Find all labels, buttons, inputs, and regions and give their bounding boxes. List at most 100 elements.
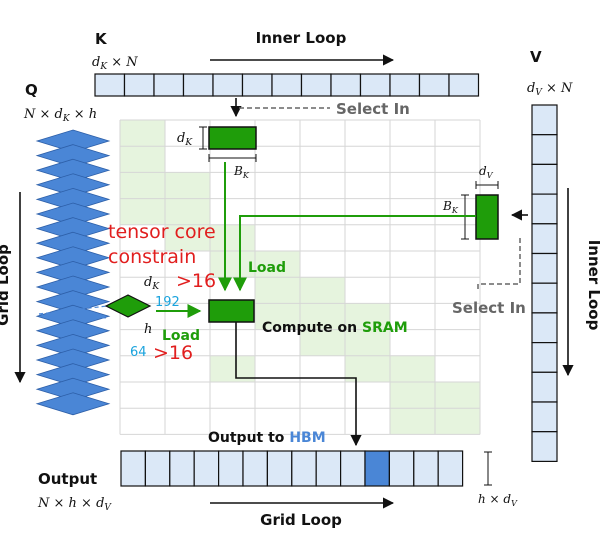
output-cell [169, 450, 195, 487]
output-arrow [235, 322, 362, 447]
grid-highlight-cell [255, 277, 300, 304]
grid-highlight-cells [120, 120, 480, 435]
k-cell [389, 73, 421, 97]
output-cell [120, 450, 146, 487]
k-cell [153, 73, 185, 97]
compute-block [208, 299, 255, 323]
k-cell [182, 73, 214, 97]
grid-highlight-cell [210, 251, 255, 278]
grid-highlight-cell [120, 198, 165, 225]
inner-loop-top-label: Inner Loop [256, 29, 347, 47]
stacked-diamonds-icon [35, 129, 111, 416]
v-cell [531, 282, 558, 314]
k-cell [330, 73, 362, 97]
v-label: V [530, 48, 542, 66]
k-cell [212, 73, 244, 97]
grid-highlight-cell [210, 224, 255, 251]
grid-highlight-cell [345, 329, 390, 356]
k-cell [271, 73, 303, 97]
output-cell [340, 450, 366, 487]
k-cell [300, 73, 332, 97]
v-cell [531, 223, 558, 255]
v-cell [531, 104, 558, 136]
output-cell [291, 450, 317, 487]
grid-loop-left-label: Grid Loop [0, 244, 12, 326]
output-to-hbm-label: Output to HBM [208, 430, 326, 446]
v-cell [531, 163, 558, 195]
grid-highlight-cell [300, 277, 345, 304]
q-selected-diamond [104, 294, 152, 318]
h-small-label: h [144, 322, 152, 337]
grid-highlight-cell [435, 408, 480, 435]
gt16-label-a: >16 [176, 270, 216, 292]
grid-highlight-cell [255, 251, 300, 278]
v-cell [531, 401, 558, 433]
k-cell [94, 73, 126, 97]
grid-highlight-cell [165, 224, 210, 251]
tensor-core-label-line1: tensor core [108, 221, 216, 243]
q-slice-dashed-bottom [38, 313, 108, 319]
bk-label: BK [233, 164, 250, 180]
v-cell [531, 193, 558, 225]
grid-highlight-cell [120, 146, 165, 173]
output-cell [193, 450, 220, 487]
grid-highlight-cell [165, 172, 210, 199]
grid-highlight-cell [435, 382, 480, 409]
output-cell [242, 450, 268, 487]
output-cell [315, 450, 342, 487]
k-matrix [94, 73, 480, 97]
select-in-top-label: Select In [336, 100, 410, 118]
select-in-right-label: Select In [452, 299, 526, 317]
select-in-right-dashed [477, 238, 521, 292]
k-label: K [95, 30, 108, 48]
k-cells [94, 73, 480, 97]
output-dim-label: N × h × dV [37, 496, 112, 513]
grid-highlight-cell [300, 329, 345, 356]
output-cell [437, 450, 464, 487]
k-cell [418, 73, 450, 97]
output-cells [120, 450, 464, 487]
n64-label: 64 [130, 345, 147, 360]
grid-highlight-cell [390, 408, 435, 435]
v-dim-label: dV × N [527, 81, 573, 98]
q-diamond [35, 392, 111, 416]
grid-highlight-cell [120, 172, 165, 199]
grid-highlight-cell [255, 303, 300, 330]
grid-highlight-cell [165, 198, 210, 225]
output-label: Output [38, 470, 97, 488]
q-label: Q [25, 81, 38, 99]
output-dim-right-label: h × dV [478, 492, 518, 508]
compute-label: Compute on SRAM [262, 320, 408, 336]
v-cell [531, 252, 558, 284]
q-slice-dashed-top [38, 305, 108, 315]
output-cell [144, 450, 171, 487]
output-cell [388, 450, 415, 487]
bk-v-label: BK [442, 199, 459, 215]
load-label-1: Load [248, 260, 286, 276]
output-cell [218, 450, 244, 487]
v-cell [531, 371, 558, 403]
k-cell [359, 73, 391, 97]
grid-highlight-cell [390, 355, 435, 382]
dv-label: dV [479, 164, 494, 180]
grid-highlight-cell [300, 303, 345, 330]
k-cell [448, 73, 480, 97]
k-selected-block [208, 126, 257, 150]
k-cell [123, 73, 155, 97]
grid-highlight-cell [390, 382, 435, 409]
k-cell [241, 73, 273, 97]
output-cell [266, 450, 293, 487]
dk-label: dK [177, 131, 193, 148]
grid-loop-bottom-label: Grid Loop [260, 511, 342, 529]
output-hbm-cell [364, 450, 390, 487]
load-label-2: Load [162, 328, 200, 344]
v-cell [531, 431, 558, 463]
v-selected-block [475, 194, 499, 240]
v-cells [531, 104, 558, 463]
grid-lines [119, 119, 481, 435]
load-v-arrow [233, 215, 476, 292]
v-matrix [531, 104, 558, 463]
output-matrix [120, 450, 464, 487]
